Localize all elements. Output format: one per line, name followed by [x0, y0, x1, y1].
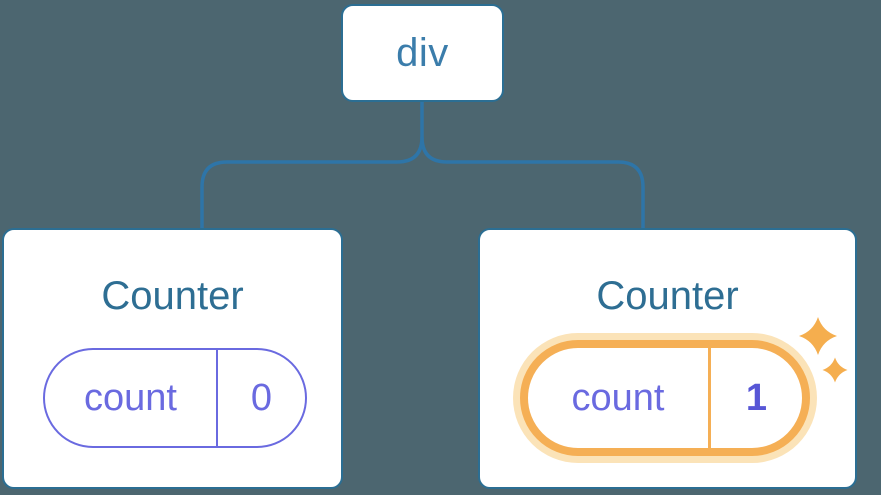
- state-pill-highlighted: count 1: [520, 340, 810, 456]
- state-value: 1: [745, 376, 768, 419]
- root-node: div: [341, 4, 504, 102]
- state-value: 0: [250, 376, 273, 419]
- root-node-label: div: [396, 30, 449, 75]
- state-label: count: [84, 376, 177, 419]
- counter-card-left: Counter count 0: [2, 228, 343, 489]
- state-pill: count 0: [43, 348, 307, 448]
- pill-divider: [216, 350, 218, 446]
- pill-divider: [708, 348, 711, 448]
- counter-title: Counter: [596, 274, 739, 318]
- counter-card-right: Counter count 1: [478, 228, 857, 489]
- state-label: count: [571, 376, 665, 419]
- counter-title: Counter: [101, 274, 244, 318]
